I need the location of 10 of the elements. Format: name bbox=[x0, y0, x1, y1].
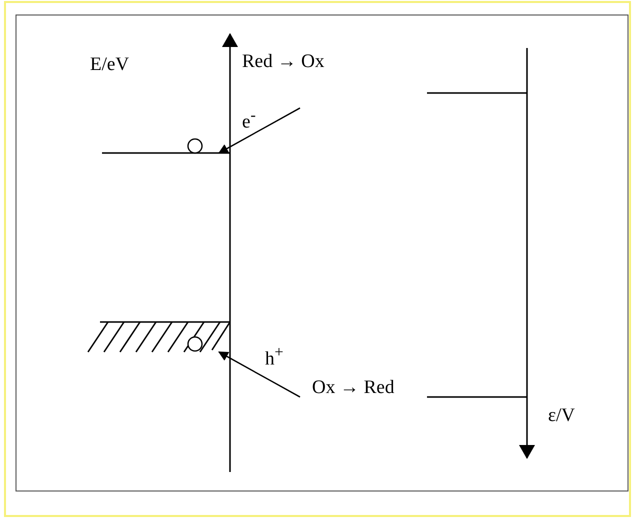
reaction-label: Red → Ox bbox=[242, 52, 324, 71]
axis-label: ε/V bbox=[548, 406, 575, 425]
charge-label: e$^{-}$ bbox=[242, 108, 256, 132]
axis-label: E/eV bbox=[90, 55, 130, 74]
arrow bbox=[218, 351, 300, 398]
arrow bbox=[218, 107, 300, 154]
charge-label: h$^{+}$ bbox=[265, 345, 284, 368]
hole-circle bbox=[187, 336, 203, 352]
hole-circle bbox=[187, 138, 203, 154]
reaction-label: Ox → Red bbox=[312, 378, 394, 397]
